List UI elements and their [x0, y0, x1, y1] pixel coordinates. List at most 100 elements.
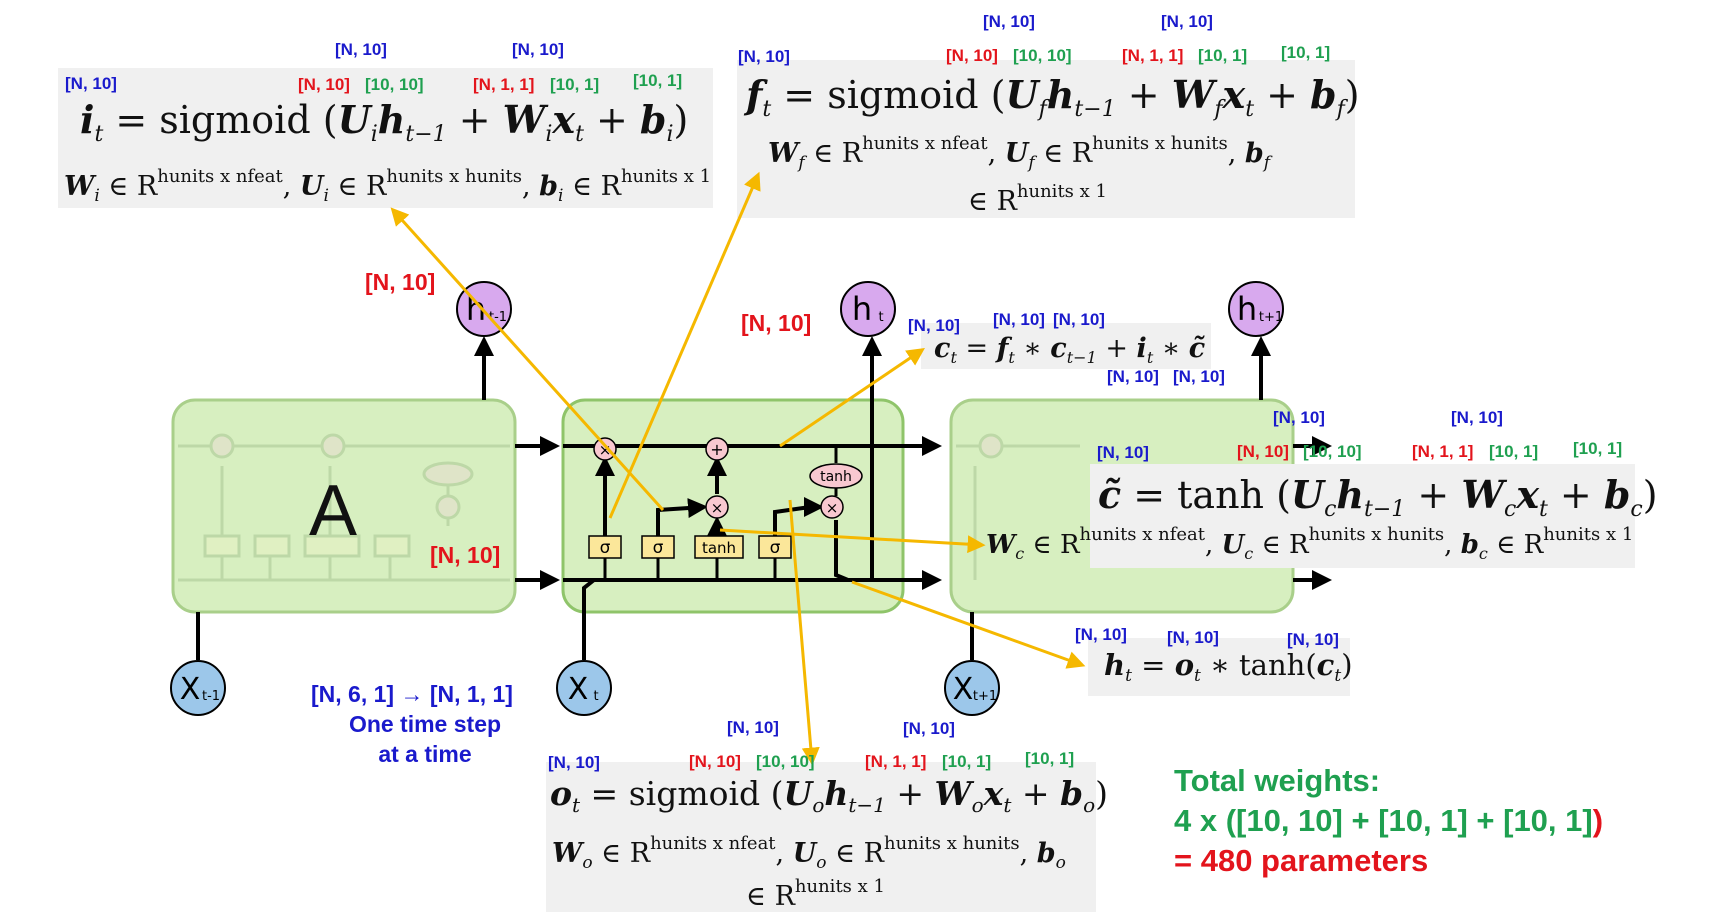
h-next-sub: t+1: [1259, 310, 1283, 325]
ig-u-shape: [N, 10]: [298, 75, 350, 94]
candidate-formula: c̃ = tanh (Ucht−1 + Wcxt + bc) Wc ∈ Rhun…: [986, 472, 1658, 563]
add-op: +: [710, 440, 723, 459]
svg-text:Wo ∈ Rhunits x nfeat, Uo ∈ Rhu: Wo ∈ Rhunits x nfeat, Uo ∈ Rhunits x hun…: [552, 833, 1066, 873]
x-cur-node: X t: [556, 660, 612, 716]
og-uh-result: [N, 10]: [727, 718, 779, 737]
total-weights: Total weights: 4 x ([10, 10] + [10, 1] +…: [1174, 763, 1603, 878]
og-w-weight: [10, 1]: [942, 752, 991, 771]
forget-sigma-gate: σ: [600, 538, 611, 558]
svg-text:ot = sigmoid (Uoht−1 + Woxt +: ot = sigmoid (Uoht−1 + Woxt + bo): [550, 774, 1108, 817]
output-sigma-gate: σ: [770, 538, 781, 558]
input-multiply-op: ×: [711, 499, 724, 517]
fg-w-weight: [10, 1]: [1198, 46, 1247, 65]
cand-u-weight: [10, 10]: [1303, 442, 1362, 461]
svg-text:Wc ∈ Rhunits x nfeat, Uc ∈ Rhu: Wc ∈ Rhunits x nfeat, Uc ∈ Rhunits x hun…: [986, 524, 1633, 563]
ig-lhs: i: [80, 97, 94, 142]
og-u-weight: [10, 10]: [756, 752, 815, 771]
h-cur-shape: [N, 10]: [741, 310, 811, 336]
hs-o-shape: [N, 10]: [1167, 628, 1219, 647]
cand-u-shape: [N, 10]: [1237, 442, 1289, 461]
og-fn: sigmoid: [629, 774, 760, 813]
h-next-node: h t+1: [1228, 281, 1284, 337]
input-sigma-gate: σ: [653, 538, 664, 558]
x-next-sub: t+1: [973, 689, 997, 704]
x-next-letter: X: [953, 672, 974, 707]
svg-text:c̃ = tanh (Ucht−1 + Wcxt + bc): c̃ = tanh (Ucht−1 + Wcxt + bc): [1098, 472, 1658, 522]
hidden-state-formula: ht = ot ∗ tanh(ct): [1104, 648, 1353, 686]
og-b-weight: [10, 1]: [1025, 749, 1074, 768]
fg-wx-result: [N, 10]: [1161, 12, 1213, 31]
total-line2-c: ): [1593, 803, 1603, 838]
h-prev-letter: h: [466, 290, 486, 328]
cs-ctilde-shape: [N, 10]: [1173, 367, 1225, 386]
x-prev-letter: X: [180, 672, 201, 707]
time-step-line2: at a time: [378, 741, 471, 767]
cand-w-weight: [10, 1]: [1489, 442, 1538, 461]
h-cur-node: h t: [840, 281, 896, 337]
h-cur-letter: h: [852, 290, 872, 328]
cell-a-label: A: [309, 471, 357, 551]
cand-wx-result: [N, 10]: [1451, 408, 1503, 427]
cs-out-shape: [N, 10]: [908, 316, 960, 335]
forget-gate-formula: ft = sigmoid (Ufht−1 + Wfxt + bf) Wf ∈ R…: [743, 72, 1360, 217]
hs-tanh-shape: [N, 10]: [1287, 630, 1339, 649]
total-line2: 4 x ([10, 10] + [10, 1] + [10, 1]): [1174, 803, 1603, 838]
total-line2-b: [10, 10] + [10, 1] + [10, 1]: [1236, 803, 1593, 838]
og-wx-result: [N, 10]: [903, 719, 955, 738]
ig-wx-result: [N, 10]: [512, 40, 564, 59]
fg-out-shape: [N, 10]: [738, 47, 790, 66]
fg-uh-result: [N, 10]: [983, 12, 1035, 31]
ig-w-weight: [10, 1]: [550, 75, 599, 94]
x-cur-letter: X: [568, 672, 589, 707]
x-prev-sub: t-1: [202, 689, 220, 704]
cand-fn: tanh: [1177, 473, 1264, 517]
svg-text:ft = sigmoid (Ufht−1 + Wfxt +: ft = sigmoid (Ufht−1 + Wfxt + bf): [743, 72, 1360, 122]
hidden-in-shape: [N, 10]: [430, 542, 500, 568]
hs-out-shape: [N, 10]: [1075, 625, 1127, 644]
candidate-tanh-gate: tanh: [702, 539, 736, 557]
svg-text:Wf ∈ Rhunits x nfeat, Uf ∈ Rhu: Wf ∈ Rhunits x nfeat, Uf ∈ Rhunits x hun…: [768, 133, 1273, 173]
x-next-node: X t+1: [944, 660, 1000, 716]
ig-w-shape: [N, 1, 1]: [473, 75, 534, 94]
cand-uh-result: [N, 10]: [1273, 408, 1325, 427]
svg-text:it = sigmoid (Uiht−1 + Wixt +: it = sigmoid (Uiht−1 + Wixt + bi): [80, 97, 688, 147]
og-out-shape: [N, 10]: [548, 753, 600, 772]
fg-fn: sigmoid: [827, 73, 978, 117]
output-gate-formula: ot = sigmoid (Uoht−1 + Woxt + bo) Wo ∈ R…: [550, 774, 1108, 912]
x-input-shape: [N, 6, 1] → [N, 1, 1]: [311, 681, 513, 707]
cs-f-shape: [N, 10]: [993, 310, 1045, 329]
input-gate-formula: it = sigmoid (Uiht−1 + Wixt + bi) Wi ∈ R…: [64, 97, 711, 206]
total-line1: Total weights:: [1174, 763, 1380, 798]
x-cur-sub: t: [593, 689, 598, 704]
ig-b-weight: [10, 1]: [633, 71, 682, 90]
h-next-letter: h: [1237, 290, 1257, 328]
svg-text:ct = ft ∗ ct−1 + it ∗ c̃: ct = ft ∗ ct−1 + it ∗ c̃: [934, 333, 1205, 367]
cell-tanh-op: tanh: [820, 469, 852, 485]
ig-out-shape: [N, 10]: [65, 74, 117, 93]
fg-u-weight: [10, 10]: [1013, 46, 1072, 65]
h-cur-sub: t: [878, 310, 883, 325]
lstm-cell-current: σ σ tanh σ × + × × tanh: [561, 336, 942, 660]
yellow-arrows: [390, 171, 1086, 766]
cand-b-weight: [10, 1]: [1573, 439, 1622, 458]
svg-text:∈ Rhunits x 1: ∈ Rhunits x 1: [746, 876, 885, 912]
cs-i-shape: [N, 10]: [1107, 367, 1159, 386]
cell-state-formula: ct = ft ∗ ct−1 + it ∗ c̃: [934, 333, 1205, 367]
og-w-shape: [N, 1, 1]: [865, 752, 926, 771]
total-line3: = 480 parameters: [1174, 843, 1428, 878]
forget-multiply-op: ×: [599, 441, 612, 459]
og-u-shape: [N, 10]: [689, 752, 741, 771]
svg-text:Wi ∈ Rhunits x nfeat, Ui ∈ Rhu: Wi ∈ Rhunits x nfeat, Ui ∈ Rhunits x hun…: [64, 166, 711, 206]
fg-u-shape: [N, 10]: [946, 46, 998, 65]
x-prev-node: X t-1: [170, 660, 226, 716]
fg-w-shape: [N, 1, 1]: [1122, 46, 1183, 65]
h-prev-shape: [N, 10]: [365, 269, 435, 295]
hs-fn: tanh: [1239, 648, 1305, 682]
ig-uh-result: [N, 10]: [335, 40, 387, 59]
fg-b-weight: [10, 1]: [1281, 43, 1330, 62]
lstm-cell-prev: A: [171, 336, 560, 660]
ig-lhs-sub: t: [94, 122, 103, 147]
cs-cprev-shape: [N, 10]: [1053, 310, 1105, 329]
cand-w-shape: [N, 1, 1]: [1412, 442, 1473, 461]
